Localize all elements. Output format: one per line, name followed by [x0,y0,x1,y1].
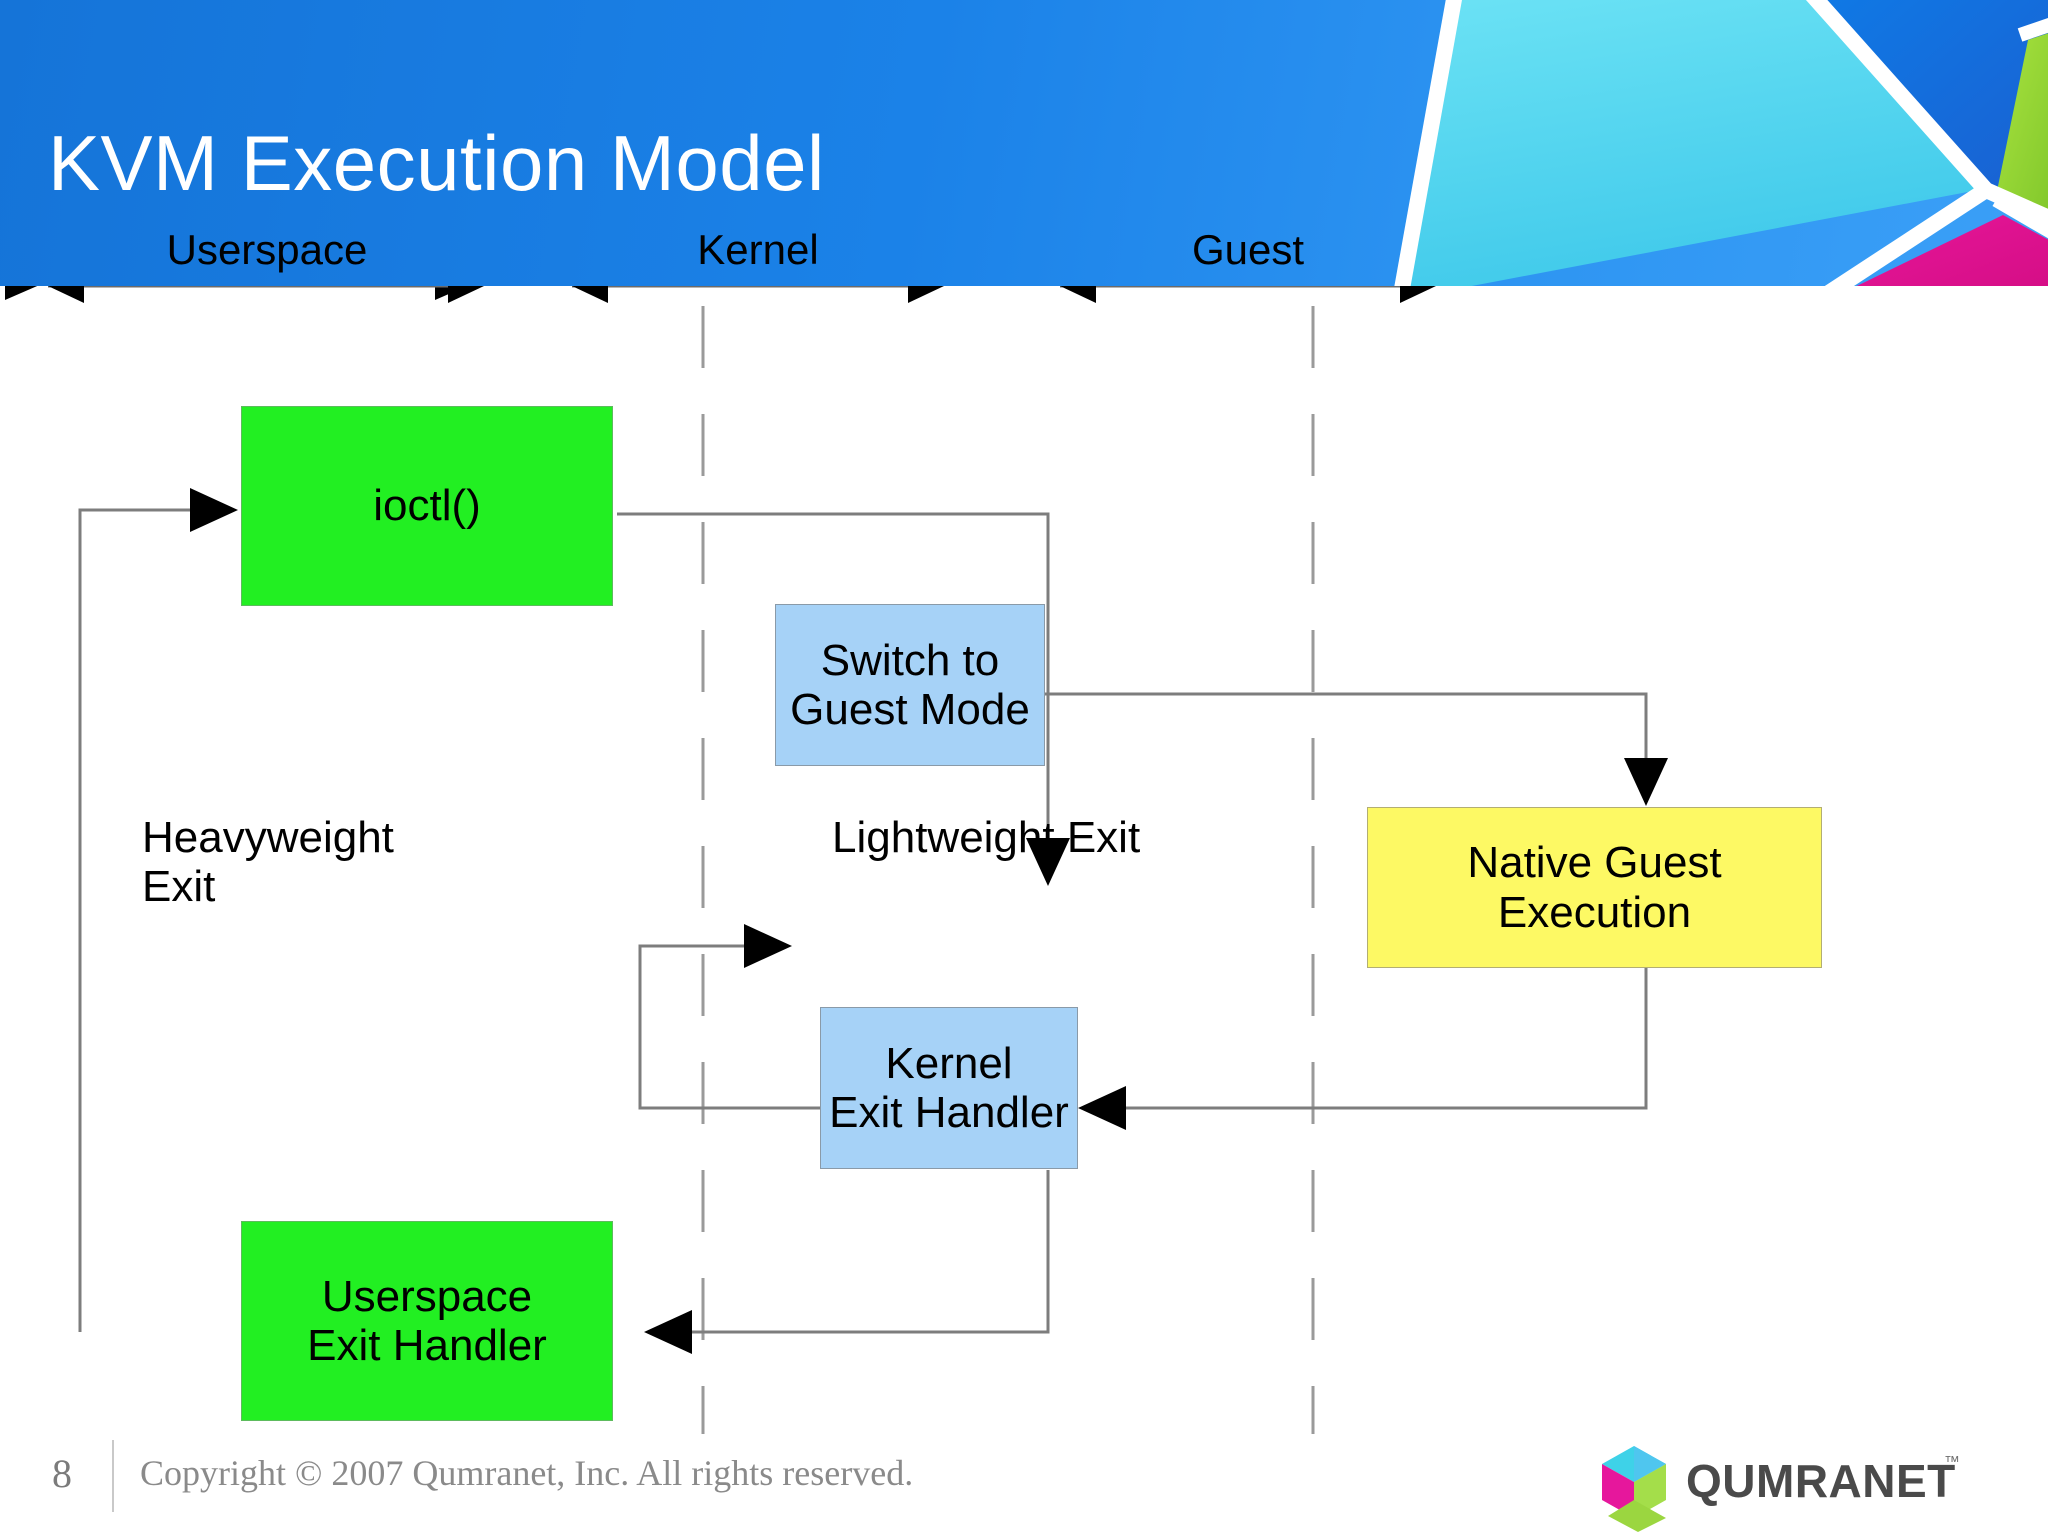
span-arrowhead-guest-left [1060,286,1096,303]
copyright-notice: Copyright © 2007 Qumranet, Inc. All righ… [140,1453,914,1493]
arrowhead-into-switch-left [744,924,792,968]
qumranet-trademark-symbol: ™ [1944,1454,1960,1471]
arrowhead-into-userspace-handler-right [644,1310,692,1354]
column-label-kernel: Kernel [697,226,819,273]
arrowhead-into-kernel-handler-right [1078,1086,1126,1130]
connector-native-to-kernel-handler [1110,968,1648,1110]
slide-header-band: KVM Execution Model [0,0,2048,286]
qumranet-logo-text: QUMRANET [1686,1455,1956,1507]
qumranet-logo: QUMRANET ™ [1594,1440,2014,1532]
arrowhead-into-native-top [1624,758,1668,806]
slide-footer: 8 Copyright © 2007 Qumranet, Inc. All ri… [0,1436,2048,1536]
annotation-heavyweight-exit: Heavyweight Exit [142,813,394,912]
node-ioctl[interactable]: ioctl() [241,406,613,606]
diagram-connectors [5,286,1668,1434]
annotation-lightweight-exit: Lightweight Exit [832,813,1141,862]
span-arrowhead-guest-right [1400,286,1436,303]
arrowhead-into-ioctl-left [190,488,238,532]
node-switch-to-guest-mode[interactable]: Switch to Guest Mode [775,604,1045,766]
kvm-execution-diagram: Userspace Kernel Guest ioctl() Switch to… [0,226,2048,1436]
header-decoration-graphic [1394,0,2048,286]
span-arrowhead-userspace-left [48,286,84,303]
connector-kernel-handler-to-userspace-handler [678,1170,1050,1334]
span-arrowhead-userspace-right [448,286,484,303]
node-kernel-exit-handler[interactable]: Kernel Exit Handler [820,1007,1078,1169]
node-native-guest-execution[interactable]: Native Guest Execution [1367,807,1822,968]
column-label-userspace: Userspace [166,226,368,273]
column-label-guest: Guest [1191,226,1305,273]
node-userspace-exit-handler[interactable]: Userspace Exit Handler [241,1221,613,1421]
span-arrowhead-kernel-right [908,286,944,303]
page-number: 8 [52,1451,72,1496]
page-title: KVM Execution Model [48,119,825,207]
qumranet-cube-icon [1602,1446,1666,1532]
footer-divider [112,1440,114,1512]
connector-kernel-handler-to-switch [638,944,820,1110]
span-arrowhead-kernel-left [572,286,608,303]
arrowhead-into-switch-top [1026,838,1070,886]
connector-switch-to-native [1045,692,1648,775]
connector-userspace-handler-to-ioctl [78,508,200,1332]
connector-ioctl-to-switch [617,512,1050,858]
